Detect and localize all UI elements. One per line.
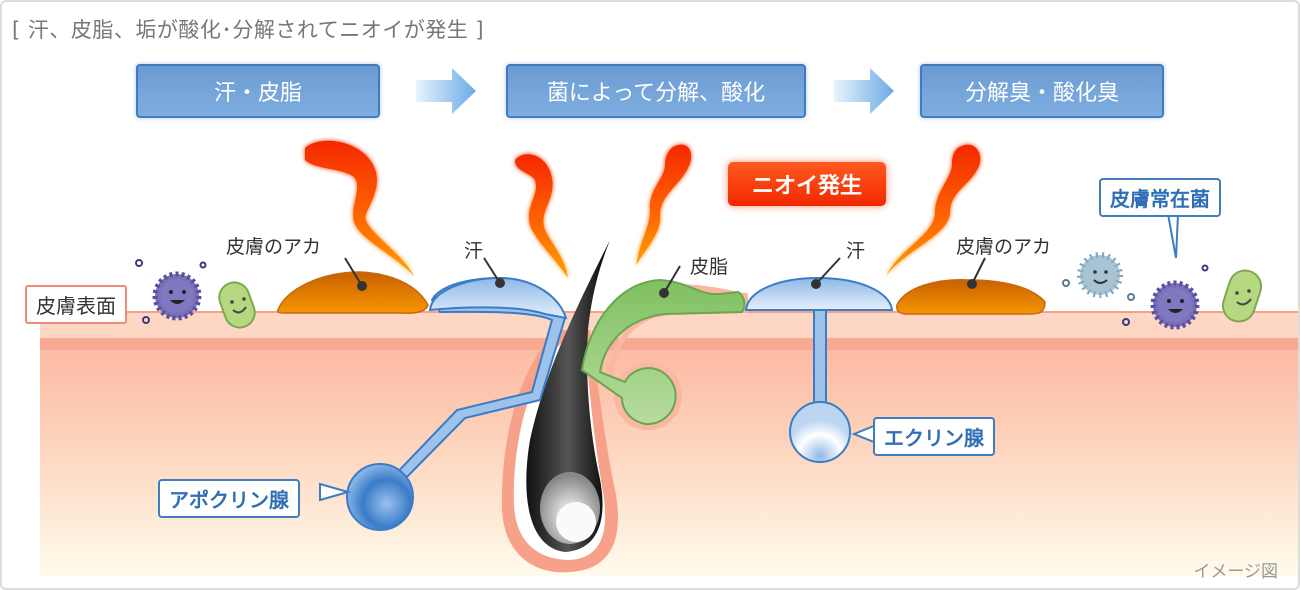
label-sweat-right: 汗 — [846, 240, 866, 262]
callout-tail — [1166, 213, 1180, 259]
sebaceous-gland — [580, 278, 746, 426]
apocrine-gland — [346, 463, 414, 531]
basal-layer — [40, 338, 1298, 350]
flow-step-odor: 分解臭・酸化臭 — [920, 64, 1164, 118]
sweat-drop-right — [744, 276, 894, 311]
label-sweat-left: 汗 — [464, 240, 484, 262]
odor-flame — [515, 154, 568, 278]
resident-bacteria-callout: 皮膚常在菌 — [1099, 178, 1221, 217]
skin-surface-label: 皮膚表面 — [25, 285, 127, 324]
hair — [526, 240, 610, 552]
eccrine-gland-callout: エクリン腺 — [873, 417, 995, 456]
odor-generation-badge: ニオイ発生 — [728, 162, 886, 206]
odor-flame — [886, 144, 981, 276]
label-sebum: 皮脂 — [690, 256, 729, 278]
diagram-title: [ 汗、皮脂、垢が酸化･分解されてニオイが発生 ] — [12, 18, 485, 42]
skin-dirt-left — [276, 271, 429, 314]
dermis-layer — [40, 312, 1298, 576]
odor-flame — [305, 140, 414, 276]
eccrine-duct — [813, 305, 827, 411]
sweat-drop-left — [428, 276, 568, 320]
bacteria-blue-right — [1077, 252, 1123, 298]
odor-flame — [636, 144, 692, 266]
bacteria-green-right — [1221, 269, 1263, 323]
apocrine-gland-callout: アポクリン腺 — [158, 479, 300, 518]
flow-step-bacteria: 菌によって分解、酸化 — [506, 64, 806, 118]
eccrine-gland — [789, 401, 851, 463]
bacteria-purple-left — [152, 271, 202, 321]
flow-step-sweat-sebum: 汗・皮脂 — [136, 64, 380, 118]
bacteria-purple-right — [1150, 280, 1200, 330]
bacteria-green-left — [218, 281, 256, 329]
right-arrow-icon — [416, 68, 476, 114]
right-arrow-icon — [834, 68, 894, 114]
label-skin-dirt-left: 皮膚のアカ — [226, 236, 322, 258]
skin-dirt-right — [896, 279, 1046, 315]
callout-tail — [319, 482, 352, 502]
label-skin-dirt-right: 皮膚のアカ — [956, 236, 1052, 258]
image-note: イメージ図 — [1193, 562, 1278, 582]
